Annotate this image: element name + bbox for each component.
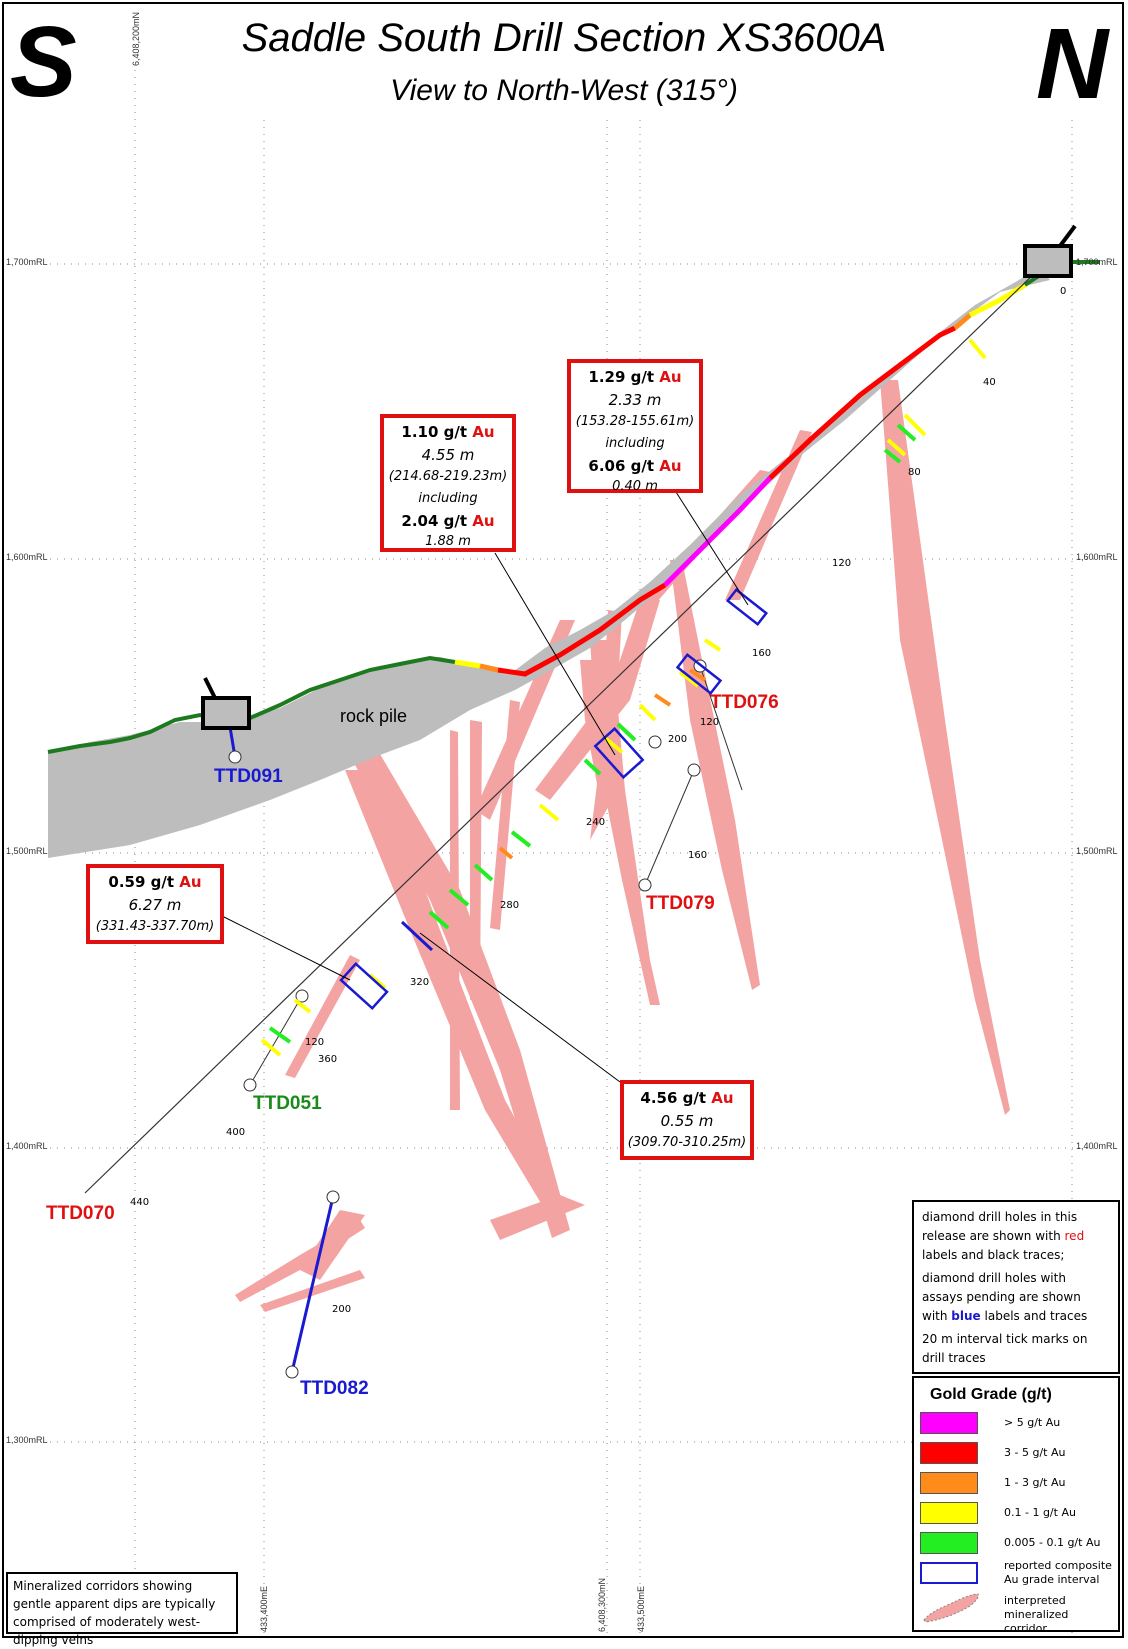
legend-swatch-gt5 (920, 1412, 978, 1434)
hole-label-ttd070: TTD070 (46, 1203, 115, 1224)
assay-marks (260, 338, 987, 1057)
svg-text:280: 280 (500, 900, 519, 911)
page-title: Saddle South Drill Section XS3600A (241, 16, 887, 60)
assay-callout-ttd070-upper: 1.10 g/t Au 4.55 m (214.68-219.23m) incl… (380, 414, 516, 552)
hole-label-ttd091: TTD091 (214, 766, 283, 787)
legend-swatch-1to3 (920, 1472, 978, 1494)
rock-pile-label: rock pile (340, 706, 408, 726)
hole-label-ttd079: TTD079 (646, 893, 715, 914)
legend-label-0005to01: 0.005 - 0.1 g/t Au (1004, 1536, 1101, 1549)
legend-swatch-0005to01 (920, 1532, 978, 1554)
svg-text:120: 120 (832, 558, 851, 569)
legend-label-01to1: 0.1 - 1 g/t Au (1004, 1506, 1076, 1519)
rl-label-1600-right: 1,600mRL (1076, 552, 1118, 562)
rl-label-1600: 1,600mRL (6, 552, 48, 562)
drill-rig-right (1023, 224, 1077, 278)
hole-label-ttd076: TTD076 (710, 692, 779, 713)
rl-label-1700: 1,700mRL (6, 257, 48, 267)
ttd082-trace (290, 1196, 335, 1373)
legend-title: Gold Grade (g/t) (930, 1386, 1052, 1403)
legend-label-gt5: > 5 g/t Au (1004, 1416, 1061, 1429)
ttd070-trace (84, 267, 1041, 1194)
footnote-box: Mineralized corridors showing gentle app… (6, 1572, 238, 1647)
rl-label-1500-right: 1,500mRL (1076, 846, 1118, 856)
rock-pile-shape (48, 268, 1050, 858)
compass-south: S (10, 6, 77, 118)
legend-label-corridor: interpreted mineralized corridor (1004, 1594, 1069, 1635)
svg-text:120: 120 (700, 717, 719, 728)
compass-north: N (1036, 8, 1109, 120)
legend-swatch-composite (920, 1562, 978, 1584)
rl-label-1300: 1,300mRL (6, 1435, 48, 1445)
svg-text:320: 320 (410, 977, 429, 988)
svg-text:160: 160 (752, 648, 771, 659)
rl-label-1500: 1,500mRL (6, 846, 48, 856)
svg-text:200: 200 (668, 734, 687, 745)
svg-text:400: 400 (226, 1127, 245, 1138)
svg-text:440: 440 (130, 1197, 149, 1208)
rl-label-1400-right: 1,400mRL (1076, 1141, 1118, 1151)
northing-label-bottom: 6,408,300mN (597, 1577, 607, 1632)
hole-label-ttd082: TTD082 (300, 1378, 369, 1399)
assay-callout-ttd070-mid: 4.56 g/t Au 0.55 m (309.70-310.25m) (620, 1080, 754, 1160)
ttd076-trace (699, 665, 743, 791)
page-subtitle: View to North-West (315°) (390, 74, 738, 107)
svg-text:0: 0 (1060, 286, 1066, 297)
northing-label-top: 6,408,200mN (131, 11, 141, 66)
easting-label-433500: 433,500mE (636, 1585, 646, 1632)
notes-box: diamond drill holes in this release are … (912, 1200, 1120, 1374)
rl-label-1700-right: 1,700mRL (1076, 257, 1118, 267)
ttd079-trace (644, 769, 695, 886)
svg-text:80: 80 (908, 467, 921, 478)
gold-grade-legend: Gold Grade (g/t) > 5 g/t Au 3 - 5 g/t Au… (912, 1376, 1120, 1635)
depth-tick-labels: 0 40 80 120 160 200 240 280 320 360 400 … (130, 286, 1066, 1315)
svg-text:200: 200 (332, 1304, 351, 1315)
svg-text:120: 120 (305, 1037, 324, 1048)
hole-label-ttd051: TTD051 (253, 1093, 322, 1114)
svg-text:360: 360 (318, 1054, 337, 1065)
legend-label-1to3: 1 - 3 g/t Au (1004, 1476, 1066, 1489)
legend-swatch-corridor (923, 1593, 979, 1623)
legend-label-composite: reported composite Au grade interval (1004, 1559, 1112, 1586)
mineralized-corridors (235, 380, 1010, 1312)
ttd051-trace (249, 995, 303, 1086)
svg-text:240: 240 (586, 817, 605, 828)
legend-swatch-3to5 (920, 1442, 978, 1464)
drill-rig-left (201, 677, 251, 730)
rl-label-1400: 1,400mRL (6, 1141, 48, 1151)
svg-text:160: 160 (688, 850, 707, 861)
legend-swatch-01to1 (920, 1502, 978, 1524)
assay-callout-ttd070-lower: 0.59 g/t Au 6.27 m (331.43-337.70m) (86, 864, 224, 944)
svg-text:40: 40 (983, 377, 996, 388)
assay-callout-ttd076: 1.29 g/t Au 2.33 m (153.28-155.61m) incl… (567, 359, 703, 494)
easting-label-433400: 433,400mE (259, 1585, 269, 1632)
legend-label-3to5: 3 - 5 g/t Au (1004, 1446, 1066, 1459)
